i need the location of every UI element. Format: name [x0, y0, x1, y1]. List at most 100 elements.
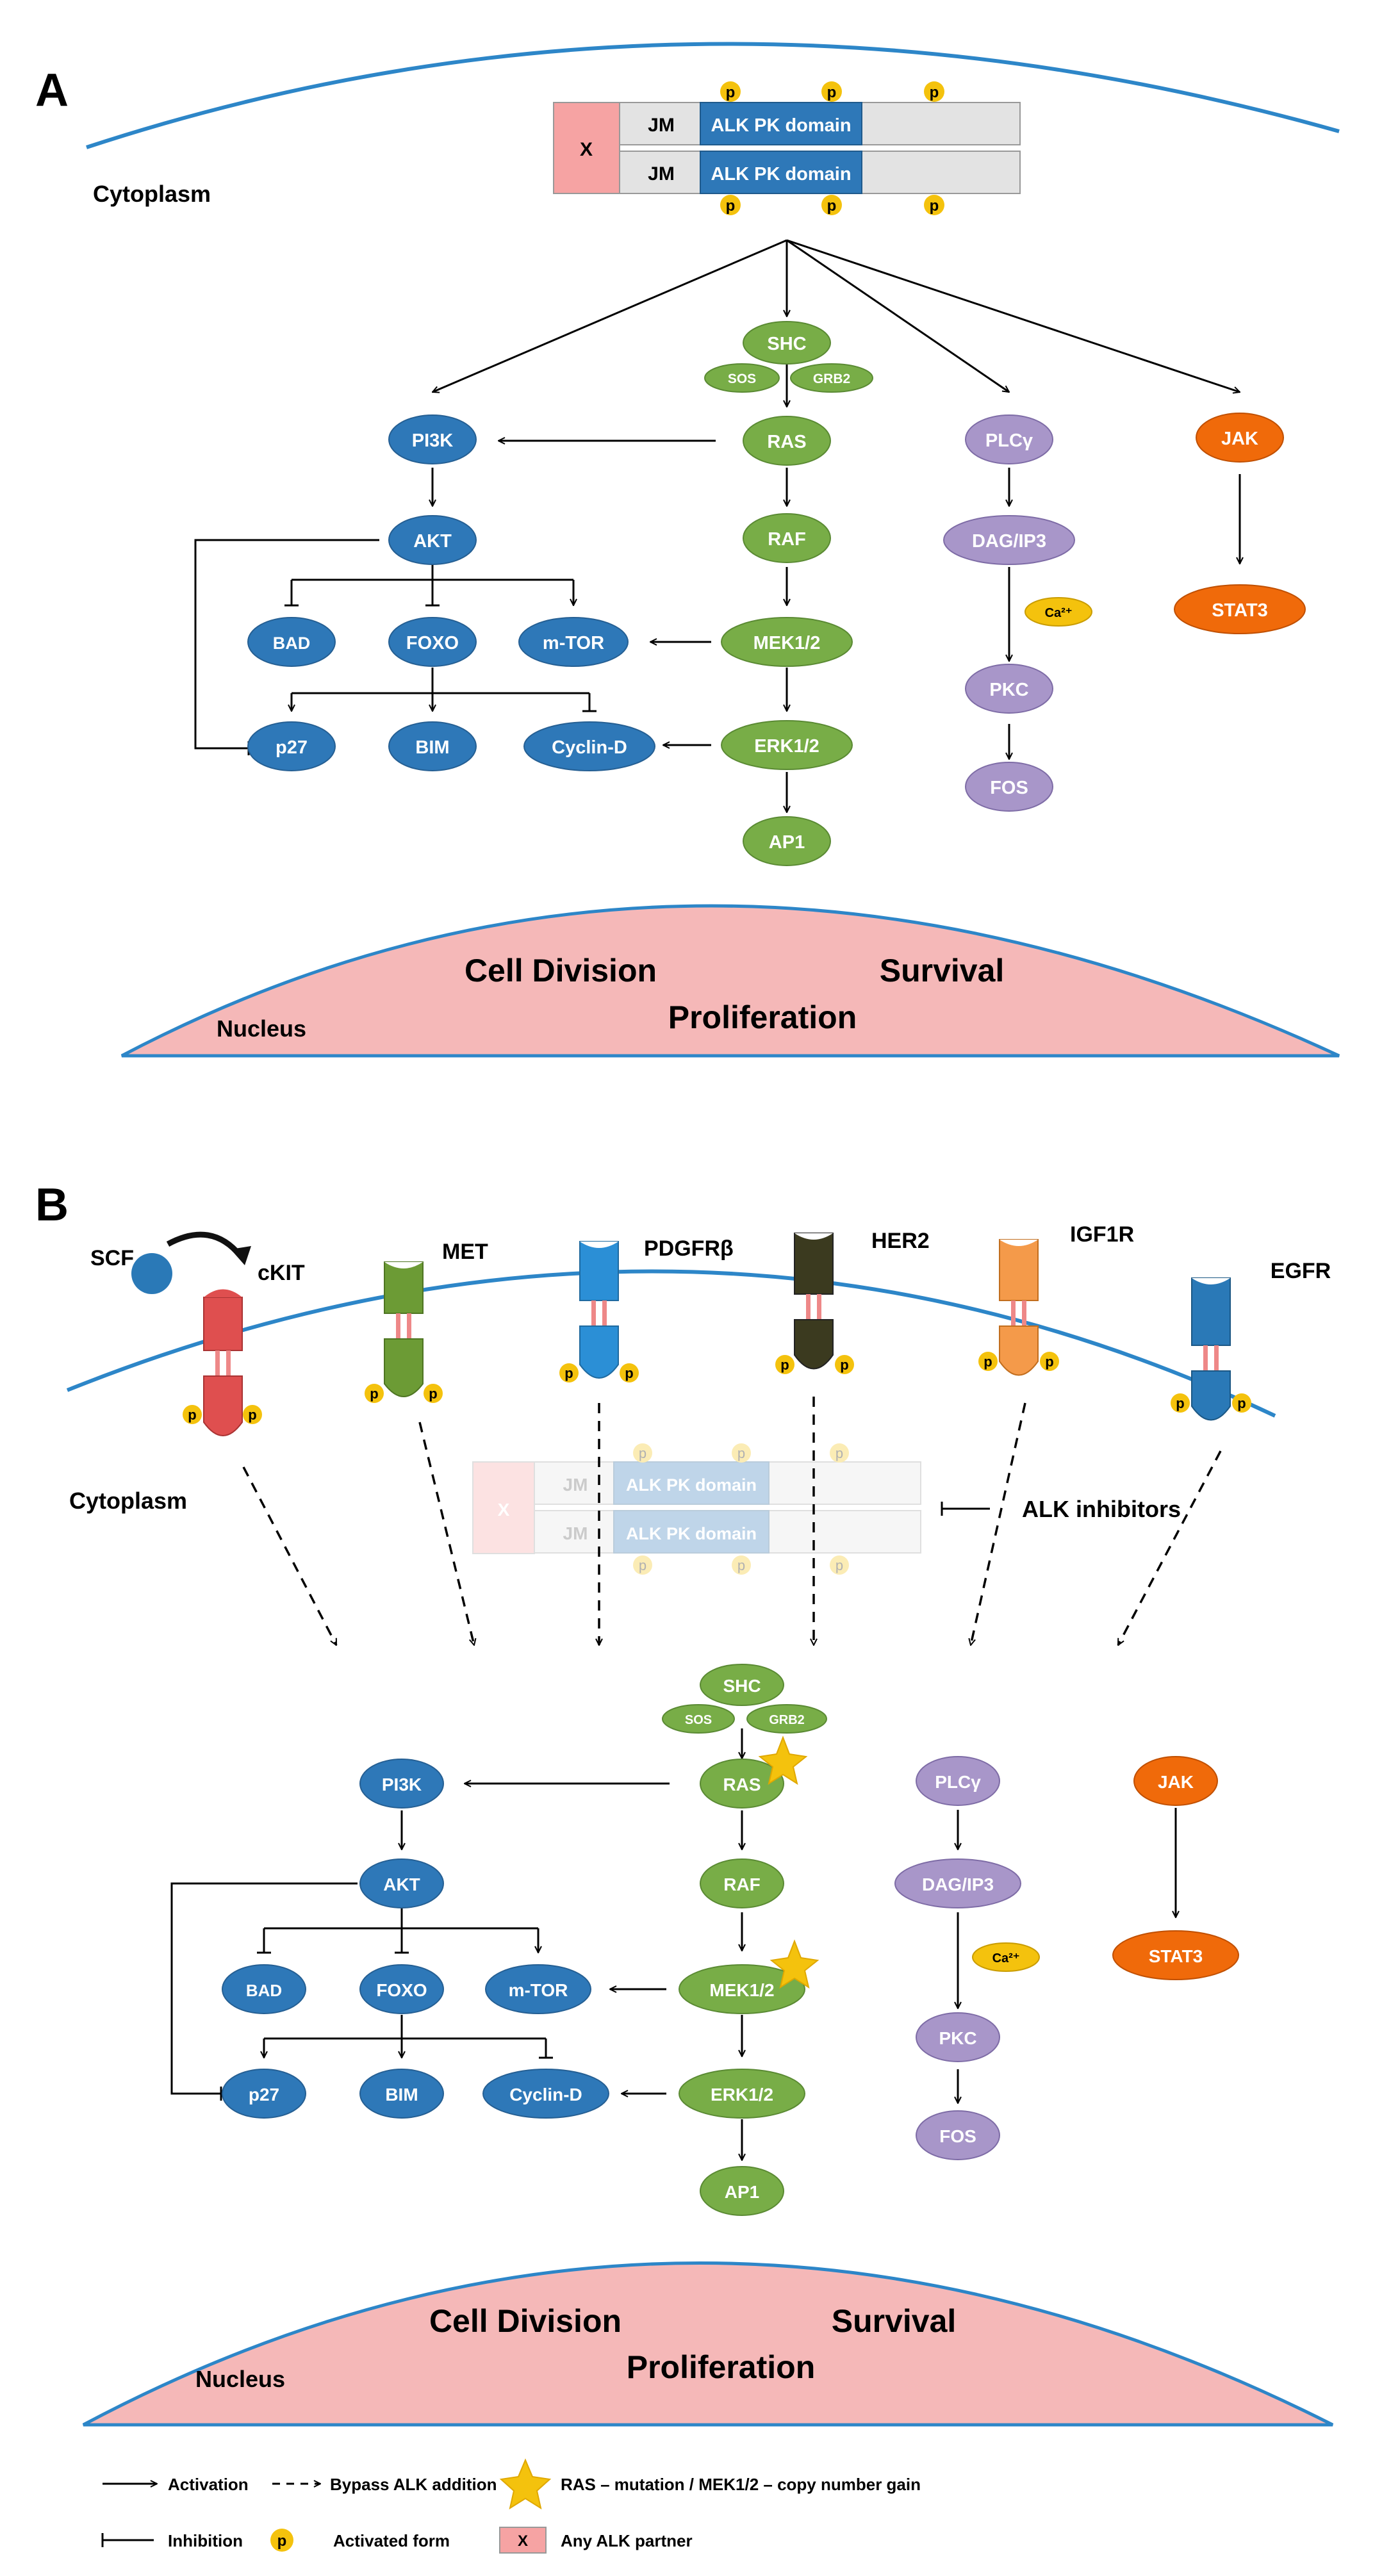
node-bad: BAD	[247, 617, 336, 667]
alk-kinase-domain-top	[700, 102, 862, 145]
svg-text:SHC: SHC	[767, 334, 806, 354]
nodes-a: SHC SOS GRB2 RAS RAF MEK1/2 ERK1/2 AP1 P…	[247, 321, 1306, 866]
svg-text:SHC: SHC	[723, 1676, 761, 1696]
mutation-star-icon	[758, 1735, 808, 1785]
node-jak: JAK	[1196, 413, 1284, 463]
svg-text:RAS: RAS	[723, 1775, 761, 1794]
svg-text:JM: JM	[563, 1475, 588, 1495]
svg-text:Cyclin-D: Cyclin-D	[552, 737, 627, 758]
svg-text:p27: p27	[249, 2085, 279, 2104]
alk-fusion-receptor: X JM JM ALK PK domain ALK PK domain p p …	[553, 81, 1021, 215]
node-cyclin-d-b: Cyclin-D	[482, 2069, 609, 2119]
svg-text:cKIT: cKIT	[258, 1261, 305, 1285]
node-mtor-b: m-TOR	[485, 1964, 591, 2014]
node-shc-b: SHC	[700, 1664, 784, 1706]
alk-inhibitors-label: ALK inhibitors	[1022, 1496, 1181, 1522]
phospho-icon: p	[978, 1352, 998, 1371]
phospho-icon: p	[365, 1384, 384, 1403]
node-foxo: FOXO	[388, 617, 477, 667]
legend-phospho-symbol: p	[277, 2532, 287, 2550]
svg-text:ERK1/2: ERK1/2	[754, 736, 819, 757]
legend-partner-symbol: X	[518, 2532, 528, 2550]
legend-inhibition-label: Inhibition	[168, 2531, 243, 2550]
nodes-b: SHC SOS GRB2 RAS RAF MEK1/2 ERK1/2 AP1 P…	[222, 1664, 1239, 2216]
svg-text:p: p	[780, 1357, 789, 1373]
svg-text:p: p	[835, 1445, 843, 1461]
node-bim: BIM	[388, 721, 477, 771]
rtk-list: cKIT p p MET p p PDGFRβ p	[183, 1222, 1331, 1436]
svg-text:p: p	[930, 197, 939, 215]
phospho-icon: p	[183, 1405, 202, 1424]
svg-text:FOXO: FOXO	[376, 1980, 427, 2000]
legend-mutation-label: RAS – mutation / MEK1/2 – copy number ga…	[561, 2475, 921, 2494]
phospho-icon: p	[830, 1443, 849, 1463]
bypass-arrows	[242, 1397, 1222, 1645]
panel-b: B Cytoplasm SCF cKIT p p	[35, 1179, 1334, 2427]
node-pi3k: PI3K	[388, 414, 477, 464]
nucleus-label-b: Nucleus	[195, 2366, 285, 2392]
node-akt-b: AKT	[359, 1858, 444, 1908]
node-grb2: GRB2	[790, 363, 873, 393]
legend: Activation Bypass ALK addition RAS – mut…	[101, 2458, 921, 2554]
cell-membrane-b	[66, 1269, 1276, 1418]
svg-text:m-TOR: m-TOR	[509, 1980, 568, 2000]
svg-text:p: p	[639, 1557, 646, 1573]
svg-text:AKT: AKT	[413, 531, 452, 552]
svg-text:MET: MET	[442, 1240, 488, 1264]
outcome-cell-division: Cell Division	[465, 953, 657, 989]
svg-text:p: p	[1176, 1395, 1184, 1411]
scf-label: SCF	[90, 1246, 134, 1270]
node-plcg-b: PLCγ	[916, 1756, 1000, 1806]
alk-fusion-receptor-inhibited: X JM JM ALK PK domain ALK PK domain p p …	[472, 1443, 921, 1575]
svg-text:RAF: RAF	[723, 1875, 761, 1894]
legend-activation-label: Activation	[168, 2475, 249, 2494]
phospho-icon: p	[775, 1355, 794, 1374]
svg-text:m-TOR: m-TOR	[543, 633, 604, 653]
nucleus-label: Nucleus	[217, 1015, 306, 1042]
node-dag: DAG/IP3	[943, 515, 1075, 565]
phospho-icon: p	[243, 1405, 262, 1424]
outcome-proliferation: Proliferation	[668, 999, 857, 1035]
node-p27: p27	[247, 721, 336, 771]
node-plcg: PLCγ	[965, 414, 1053, 464]
receptor-outputs	[432, 239, 1240, 392]
node-bim-b: BIM	[359, 2069, 444, 2119]
scf-ligand-icon	[131, 1253, 172, 1294]
node-fos: FOS	[965, 762, 1053, 812]
phospho-icon: p	[732, 1443, 751, 1463]
legend-activated-label: Activated form	[333, 2531, 450, 2550]
svg-text:JAK: JAK	[1158, 1772, 1194, 1792]
svg-text:FOS: FOS	[990, 778, 1028, 798]
phospho-icon: p	[620, 1363, 639, 1382]
phospho-icon: p	[835, 1355, 854, 1374]
svg-text:SOS: SOS	[685, 1713, 712, 1727]
phospho-icon: p	[1040, 1352, 1059, 1371]
svg-text:p: p	[370, 1386, 378, 1402]
svg-text:FOS: FOS	[939, 2126, 976, 2146]
panel-label-b: B	[35, 1179, 69, 1231]
node-ap1: AP1	[743, 816, 831, 866]
outcome-proliferation-b: Proliferation	[627, 2349, 815, 2385]
svg-text:BIM: BIM	[415, 737, 449, 758]
node-foxo-b: FOXO	[359, 1964, 444, 2014]
jm-label-top: JM	[648, 115, 675, 136]
cytoplasm-label: Cytoplasm	[93, 181, 211, 207]
svg-text:ERK1/2: ERK1/2	[711, 2085, 773, 2104]
phospho-icon: p	[924, 195, 944, 215]
node-shc: SHC	[743, 321, 831, 365]
node-bad-b: BAD	[222, 1964, 306, 2014]
partner-box	[553, 102, 620, 194]
node-stat3-b: STAT3	[1112, 1930, 1239, 1980]
node-pkc: PKC	[965, 664, 1053, 714]
node-mek: MEK1/2	[721, 617, 853, 667]
node-sos: SOS	[704, 363, 780, 393]
node-ras: RAS	[743, 416, 831, 466]
node-fos-b: FOS	[916, 2110, 1000, 2160]
node-akt: AKT	[388, 515, 477, 565]
svg-text:p: p	[429, 1386, 437, 1402]
phospho-icon: p	[1171, 1393, 1190, 1413]
rtk-ckit: cKIT p p	[183, 1261, 305, 1436]
svg-text:p: p	[248, 1407, 256, 1423]
phospho-icon: p	[924, 81, 944, 102]
